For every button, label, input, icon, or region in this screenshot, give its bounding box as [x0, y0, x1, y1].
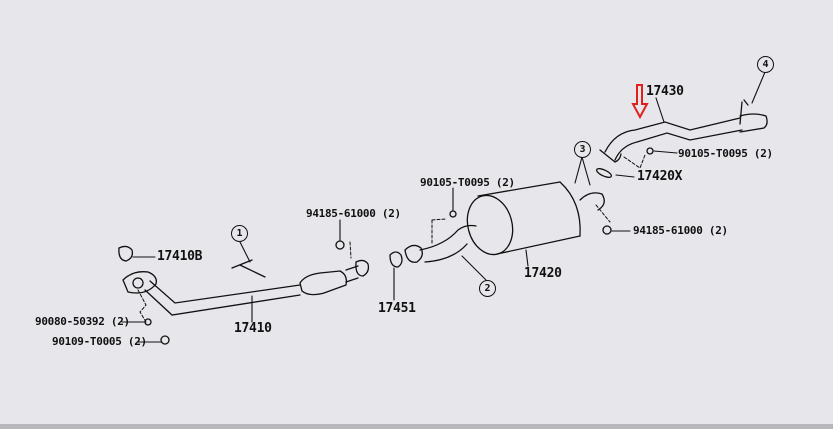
callout-4: 4 — [757, 56, 774, 73]
highlight-arrow-icon — [631, 84, 649, 120]
part-label-bolt-90105-mid: 90105-T0095 (2) — [420, 176, 515, 189]
part-label-bolt-90109: 90109-T0005 (2) — [52, 335, 147, 348]
callout-2: 2 — [479, 280, 496, 297]
bolt-right-drawing — [646, 147, 654, 155]
bottom-border — [0, 424, 833, 429]
part-label-17420: 17420 — [524, 266, 562, 281]
spring-bolt-drawing — [160, 335, 170, 345]
front-pipe-drawing — [118, 245, 370, 316]
part-label-bolt-90080: 90080-50392 (2) — [35, 315, 130, 328]
nut-left-drawing — [335, 240, 345, 250]
part-label-17451: 17451 — [378, 301, 416, 316]
callout-3: 3 — [574, 141, 591, 158]
bolt-mid-drawing — [449, 210, 457, 218]
gasket-17451-drawing — [389, 251, 403, 268]
part-label-17410: 17410 — [234, 321, 272, 336]
nut-right-drawing — [602, 225, 612, 235]
muffler-drawing — [404, 181, 605, 263]
callout-1: 1 — [231, 225, 248, 242]
part-label-nut-94185-left: 94185-61000 (2) — [306, 207, 401, 220]
part-label-17430: 17430 — [646, 84, 684, 99]
part-label-17410b: 17410B — [157, 249, 203, 264]
part-label-17420x: 17420X — [637, 169, 683, 184]
part-label-nut-94185-right: 94185-61000 (2) — [633, 224, 728, 237]
part-label-bolt-90105-right: 90105-T0095 (2) — [678, 147, 773, 160]
tail-pipe-drawing — [595, 99, 768, 178]
